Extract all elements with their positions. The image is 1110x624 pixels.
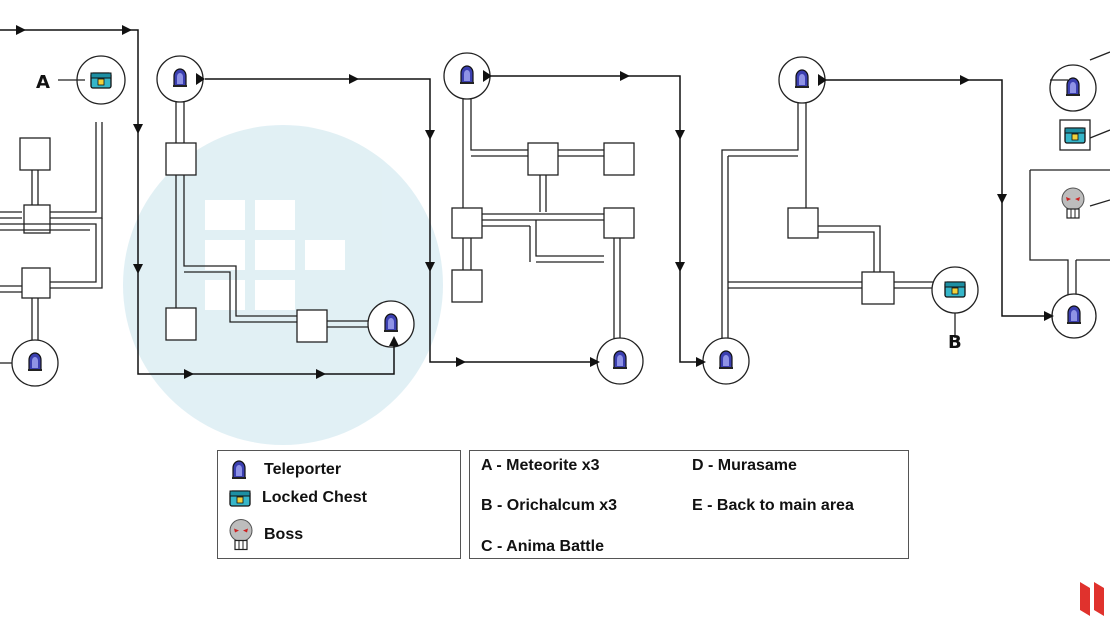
boss-skull-icon: [1061, 187, 1085, 219]
teleporter-icon: [459, 65, 475, 85]
legend-locked-chest-label: Locked Chest: [262, 489, 367, 506]
legend-teleporter-label: Teleporter: [264, 461, 342, 478]
locked-chest-icon: [944, 281, 966, 298]
teleporter-icon: [1066, 305, 1082, 325]
teleporter-icon: [383, 313, 399, 333]
key-b: B - Orichalcum x3: [481, 497, 618, 514]
teleporter-icon: [231, 460, 247, 480]
teleporter-icon: [794, 69, 810, 89]
legend-boss-label: Boss: [264, 526, 304, 543]
locked-chest-icon: [1064, 127, 1086, 144]
legend-row-locked-chest: Locked Chest: [228, 488, 367, 508]
icon-legend: Teleporter Locked Chest Boss: [217, 450, 461, 559]
teleporter-icon: [1065, 77, 1081, 97]
location-key: A - Meteorite x3 B - Orichalcum x3 C - A…: [469, 450, 909, 559]
site-logo: [1080, 582, 1104, 616]
marker-a: A: [36, 72, 50, 93]
legend-row-boss: Boss: [228, 517, 303, 553]
boss-skull-icon: [229, 518, 253, 551]
marker-b: B: [948, 332, 962, 353]
key-c: C - Anima Battle: [481, 538, 604, 555]
key-d: D - Murasame: [692, 457, 797, 474]
locked-chest-icon: [229, 490, 251, 507]
key-a: A - Meteorite x3: [481, 457, 600, 474]
teleporter-icon: [612, 350, 628, 370]
locked-chest-icon: [90, 72, 112, 89]
legend-row-teleporter: Teleporter: [228, 459, 341, 481]
teleporter-icon: [718, 350, 734, 370]
key-e: E - Back to main area: [692, 497, 854, 514]
teleporter-icon: [172, 68, 188, 88]
teleporter-icon: [27, 352, 43, 372]
watermark: [123, 125, 443, 445]
